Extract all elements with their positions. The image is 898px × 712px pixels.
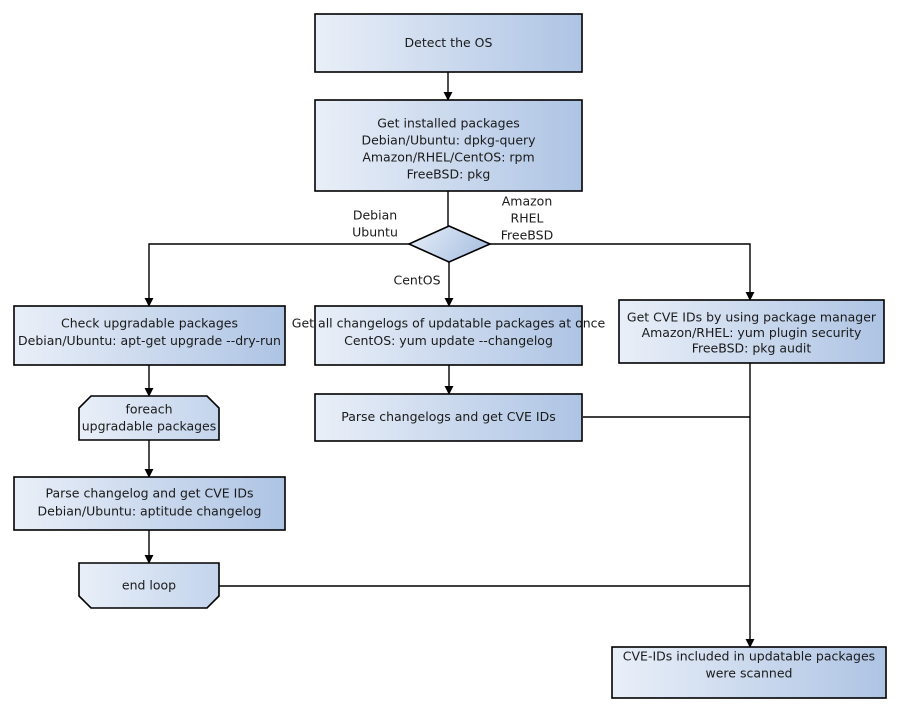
node-get-cve-ids-package-manager-line-0: Get CVE IDs by using package manager [627,310,877,325]
node-check-upgradable-packages-line-1: Debian/Ubuntu: apt-get upgrade --dry-run [18,333,281,348]
node-end-loop[interactable]: end loop [78,562,220,609]
edge-label-amazon-rhel-freebsd: Amazon RHEL FreeBSD [501,194,553,243]
node-parse-changelogs-get-cve-ids-line-0: Parse changelogs and get CVE IDs [341,409,555,424]
node-detect-os-line-0: Detect the OS [405,35,493,50]
node-parse-changelog-aptitude-line-0: Parse changelog and get CVE IDs [46,486,254,501]
node-foreach-loop-start[interactable]: foreach upgradable packages [78,395,220,441]
node-detect-os[interactable]: Detect the OS [314,13,583,73]
node-parse-changelog-aptitude[interactable]: Parse changelog and get CVE IDs Debian/U… [13,476,286,531]
node-get-all-changelogs[interactable]: Get all changelogs of updatable packages… [292,305,606,366]
node-get-cve-ids-package-manager-line-2: FreeBSD: pkg audit [692,341,812,356]
edge-label-centos-line-0: CentOS [393,273,440,288]
node-end-loop-line-0: end loop [122,578,176,593]
edge-label-amazon-rhel-freebsd-line-0: Amazon [502,194,553,209]
node-get-all-changelogs-line-1: CentOS: yum update --changelog [344,333,553,348]
node-get-installed-packages-line-3: FreeBSD: pkg [407,167,491,182]
node-get-cve-ids-package-manager[interactable]: Get CVE IDs by using package manager Ama… [618,299,885,364]
edge-label-amazon-rhel-freebsd-line-2: FreeBSD [501,228,553,243]
edge-label-debian-ubuntu-line-1: Ubuntu [352,225,398,240]
node-get-installed-packages-line-0: Get installed packages [377,116,520,131]
node-foreach-loop-start-line-1: upgradable packages [82,419,217,434]
node-cve-ids-scanned-line-0: CVE-IDs included in updatable packages [623,649,875,664]
edge-label-amazon-rhel-freebsd-line-1: RHEL [511,211,544,226]
edge-label-debian-ubuntu-line-0: Debian [353,208,397,223]
node-os-decision-shape [407,225,492,263]
node-get-all-changelogs-line-0: Get all changelogs of updatable packages… [292,316,606,331]
node-os-decision[interactable] [407,225,492,263]
node-check-upgradable-packages[interactable]: Check upgradable packages Debian/Ubuntu:… [13,305,286,366]
node-check-upgradable-packages-shape [13,305,286,366]
node-get-installed-packages-shape [314,99,583,192]
node-get-cve-ids-package-manager-shape [618,299,885,364]
node-get-installed-packages-line-2: Amazon/RHEL/CentOS: rpm [362,150,534,165]
node-foreach-loop-start-line-0: foreach [125,402,172,417]
edge-label-centos: CentOS [393,273,440,288]
node-parse-changelogs-get-cve-ids[interactable]: Parse changelogs and get CVE IDs [314,393,583,442]
node-cve-ids-scanned-shape [611,646,887,699]
node-cve-ids-scanned-line-1: were scanned [706,666,793,681]
node-get-installed-packages[interactable]: Get installed packages Debian/Ubuntu: dp… [314,99,583,192]
node-foreach-loop-start-shape [78,395,220,441]
node-check-upgradable-packages-line-0: Check upgradable packages [61,316,238,331]
node-end-loop-shape [78,562,220,609]
node-parse-changelog-aptitude-line-1: Debian/Ubuntu: aptitude changelog [38,504,262,519]
node-get-cve-ids-package-manager-line-1: Amazon/RHEL: yum plugin security [642,325,862,340]
connector-decision-to-check-upgradable [144,243,410,307]
node-get-all-changelogs-shape [314,305,583,366]
connector-decision-to-package-manager [489,243,755,301]
node-parse-changelogs-get-cve-ids-shape [314,393,583,442]
node-parse-changelog-aptitude-shape [13,476,286,531]
edge-label-debian-ubuntu: Debian Ubuntu [352,208,398,240]
node-detect-os-shape [314,13,583,73]
node-get-installed-packages-line-1: Debian/Ubuntu: dpkg-query [361,133,536,148]
node-cve-ids-scanned[interactable]: CVE-IDs included in updatable packages w… [611,646,887,699]
